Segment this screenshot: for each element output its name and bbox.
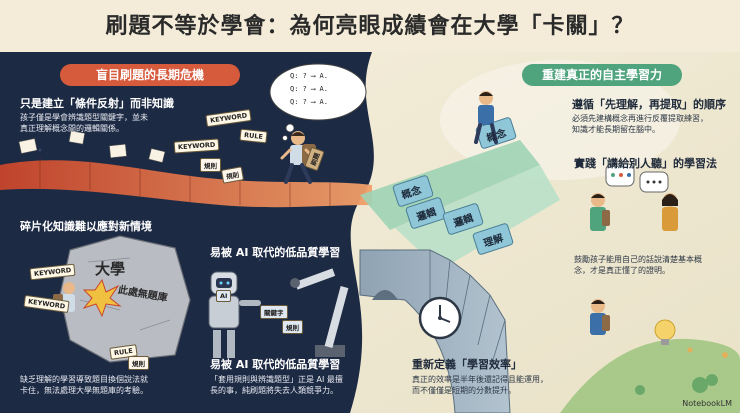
left-body-1-line: 孩子僅是學會辨識題型關鍵字，並未: [20, 113, 148, 122]
right-heading-3: 重新定義「學習效率」: [412, 358, 522, 371]
left-body-4-line: 「套用規則與辨識題型」正是 AI 最擅: [210, 375, 343, 384]
bubble-line: Q: ? ⟶ A.: [290, 85, 328, 93]
bubble-line: Q: ? ⟶ A.: [290, 72, 328, 80]
robot-arm: [290, 268, 349, 357]
puzzle-bridge: [360, 140, 540, 230]
right-heading-2: 實踐「講給別人聽」的學習法: [574, 157, 717, 170]
ai-robot: [208, 271, 261, 358]
right-body-1: 必須先建構概念再進行反覆提取練習， 知識才能長期留在腦中。: [572, 113, 732, 135]
university-rock: [59, 235, 191, 363]
right-body-1-line: 知識才能長期留在腦中。: [572, 125, 660, 134]
discussion-pair: [590, 163, 678, 231]
left-body-4-line: 長的事，純刷題將失去人類競爭力。: [210, 386, 338, 395]
running-student: [280, 131, 316, 184]
rule-tag: 規則: [200, 158, 221, 172]
student-with-puzzle: [474, 91, 498, 144]
credit-label: NotebookLM: [682, 399, 732, 408]
left-section-pill: 盲目刷題的長期危機: [60, 64, 240, 86]
student-climbing: [590, 299, 610, 335]
red-road: [0, 160, 372, 208]
left-body-1-line: 真正理解概念間的邏輯關係。: [20, 124, 124, 133]
ai-label: AI: [216, 290, 232, 302]
right-body-2-line: 念，才是真正懂了的證明。: [574, 266, 670, 275]
right-body-2: 鼓勵孩子能用自己的話說清楚基本概 念，才是真正懂了的證明。: [574, 254, 734, 276]
right-body-2-line: 鼓勵孩子能用自己的話說清楚基本概: [574, 255, 702, 264]
clock: [418, 296, 462, 340]
page-title: 刷題不等於學會：為何亮眼成績會在大學「卡關」？: [105, 14, 635, 39]
right-body-3-line: 真正的效率是半年後還記得且能運用，: [412, 375, 548, 384]
rule-card: 規則: [282, 320, 303, 334]
right-section-pill: 重建真正的自主學習力: [522, 64, 682, 86]
left-body-5-line: 卡住，無法處理大學無題庫的考驗。: [20, 386, 148, 395]
left-body-5-line: 缺乏理解的學習導致題目換個說法就: [20, 375, 148, 384]
left-heading-2: 碎片化知識難以應對新情境: [20, 220, 152, 233]
left-body-1: 孩子僅是學會辨識題型關鍵字，並未 真正理解概念間的邏輯關係。: [20, 112, 200, 134]
left-heading-3: 易被 AI 取代的低品質學習: [210, 246, 341, 259]
keyword-card: 關鍵字: [260, 305, 288, 319]
right-body-3-line: 而不僅僅是短期的分數提升。: [412, 386, 516, 395]
right-body-3: 真正的效率是半年後還記得且能運用， 而不僅僅是短期的分數提升。: [412, 374, 582, 396]
rock-title: 大學: [95, 260, 126, 278]
left-body-5: 缺乏理解的學習導致題目換個說法就 卡住，無法處理大學無題庫的考驗。: [20, 374, 200, 396]
left-heading-4: 易被 AI 取代的低品質學習: [210, 358, 341, 371]
right-heading-1: 遵循「先理解，再提取」的順序: [572, 98, 726, 111]
bubble-line: Q: ? ⟶ A.: [290, 98, 328, 106]
right-body-1-line: 必須先建構概念再進行反覆提取練習，: [572, 114, 708, 123]
left-body-4: 「套用規則與辨識題型」正是 AI 最擅 長的事，純刷題將失去人類競爭力。: [210, 374, 370, 396]
left-heading-1: 只是建立「條件反射」而非知識: [20, 97, 174, 110]
rule-tag: 規則: [128, 356, 149, 370]
